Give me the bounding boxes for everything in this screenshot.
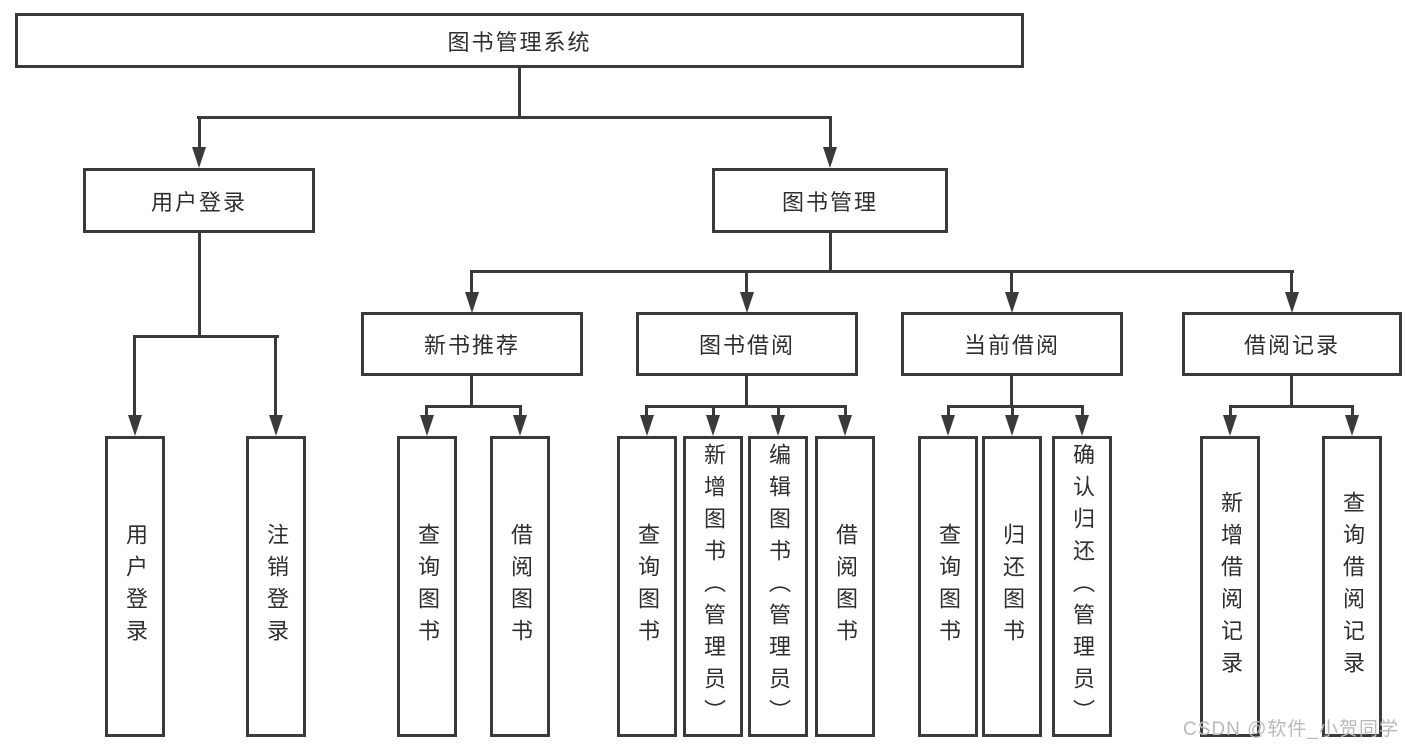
connector-line (829, 116, 832, 149)
leaf-label: 注销登录 (264, 522, 289, 651)
leaf-query-borrow-record: 查询借阅记录 (1322, 436, 1382, 737)
arrow-down-icon (640, 415, 654, 436)
arrow-down-icon (1285, 292, 1299, 313)
connector-line (1081, 405, 1084, 418)
leaf-label: 归还图书 (1000, 522, 1025, 651)
leaf-label: 新增图书（管理员） (701, 442, 726, 731)
connector-line (198, 116, 201, 149)
node-library-system: 图书管理系统 (15, 13, 1024, 68)
node-label: 图书借阅 (698, 333, 795, 358)
arrow-down-icon (1075, 415, 1089, 436)
arrow-down-icon (1223, 415, 1237, 436)
connector-line (745, 270, 748, 295)
connector-line (470, 270, 1294, 273)
arrow-down-icon (706, 415, 720, 436)
node-label: 用户登录 (150, 189, 247, 215)
node-label: 图书管理 (781, 189, 878, 215)
connector-line (777, 405, 780, 418)
leaf-label: 借阅图书 (508, 522, 533, 651)
watermark: CSDN @软件_小贺同学 (1183, 719, 1399, 740)
node-borrow-records: 借阅记录 (1182, 312, 1402, 376)
arrow-down-icon (1345, 415, 1359, 436)
arrow-down-icon (420, 415, 434, 436)
node-new-book-recommend: 新书推荐 (361, 312, 583, 376)
arrow-down-icon (941, 415, 955, 436)
node-label: 借阅记录 (1243, 333, 1340, 358)
node-book-borrow: 图书借阅 (636, 312, 858, 376)
connector-line (712, 405, 715, 418)
connector-line (1229, 405, 1354, 408)
connector-line (198, 233, 201, 338)
connector-line (518, 68, 521, 116)
connector-line (1290, 270, 1293, 295)
arrow-down-icon (1005, 415, 1019, 436)
connector-line (1011, 405, 1014, 418)
connector-line (947, 405, 1084, 408)
leaf-return-books: 归还图书 (982, 436, 1042, 737)
arrow-down-icon (771, 415, 785, 436)
leaf-label: 查询图书 (635, 522, 660, 651)
leaf-logout: 注销登录 (246, 436, 306, 737)
node-user-login: 用户登录 (83, 168, 315, 233)
arrow-down-icon (1005, 292, 1019, 313)
connector-line (645, 405, 648, 418)
connector-line (1010, 376, 1013, 407)
node-label: 图书管理系统 (447, 29, 592, 55)
connector-line (274, 335, 277, 418)
leaf-confirm-return-admin: 确认归还（管理员） (1052, 436, 1112, 737)
connector-line (133, 335, 279, 338)
connector-line (1010, 270, 1013, 295)
arrow-down-icon (513, 415, 527, 436)
leaf-user-login: 用户登录 (105, 436, 165, 737)
leaf-query-books: 查询图书 (397, 436, 457, 737)
connector-line (470, 376, 473, 407)
node-label: 新书推荐 (423, 333, 520, 358)
node-current-borrow: 当前借阅 (901, 312, 1123, 376)
connector-line (425, 405, 428, 418)
leaf-label: 查询借阅记录 (1340, 490, 1365, 683)
connector-line (1229, 405, 1232, 418)
arrow-down-icon (128, 415, 142, 436)
arrow-down-icon (823, 147, 837, 168)
leaf-add-book-admin: 新增图书（管理员） (683, 436, 743, 737)
connector-line (1290, 376, 1293, 407)
leaf-label: 编辑图书（管理员） (766, 442, 791, 731)
connector-line (197, 116, 832, 119)
arrow-down-icon (465, 292, 479, 313)
node-label: 当前借阅 (963, 333, 1060, 358)
leaf-add-borrow-record: 新增借阅记录 (1200, 436, 1260, 737)
arrow-down-icon (192, 147, 206, 168)
leaf-borrow-books: 借阅图书 (815, 436, 875, 737)
leaf-label: 确认归还（管理员） (1070, 442, 1095, 731)
leaf-label: 新增借阅记录 (1218, 490, 1243, 683)
node-book-management: 图书管理 (712, 168, 948, 233)
connector-line (844, 405, 847, 418)
connector-line (829, 233, 832, 271)
arrow-down-icon (740, 292, 754, 313)
leaf-borrow-books: 借阅图书 (490, 436, 550, 737)
leaf-label: 借阅图书 (833, 522, 858, 651)
arrow-down-icon (269, 415, 283, 436)
leaf-edit-book-admin: 编辑图书（管理员） (748, 436, 808, 737)
leaf-label: 用户登录 (123, 522, 148, 651)
connector-line (133, 335, 136, 418)
leaf-label: 查询图书 (936, 522, 961, 651)
connector-line (1351, 405, 1354, 418)
leaf-label: 查询图书 (415, 522, 440, 651)
connector-line (470, 270, 473, 295)
arrow-down-icon (838, 415, 852, 436)
connector-line (947, 405, 950, 418)
connector-line (425, 405, 522, 408)
connector-line (519, 405, 522, 418)
connector-line (745, 376, 748, 407)
leaf-query-books: 查询图书 (918, 436, 978, 737)
connector-line (645, 405, 847, 408)
leaf-query-books: 查询图书 (617, 436, 677, 737)
